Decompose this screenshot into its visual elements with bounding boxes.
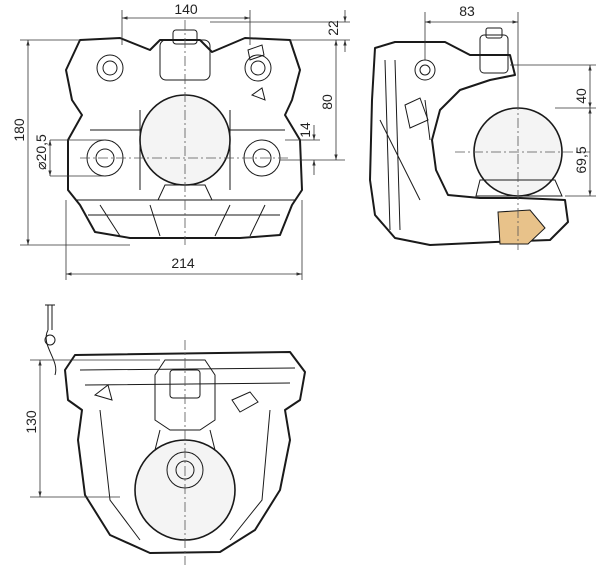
dim-hole-diameter: ⌀20,5 (33, 134, 49, 170)
dim-width-top: 140 (174, 1, 198, 17)
dim-depth: 83 (459, 3, 475, 19)
front-view (65, 20, 303, 245)
bottom-view (44, 304, 306, 565)
dim-offset-top: 22 (325, 20, 341, 36)
dim-bottom-height: 130 (23, 410, 39, 434)
dimension-lines (20, 10, 596, 498)
dim-width-total: 214 (171, 255, 195, 271)
dim-ball-height: 80 (319, 94, 335, 110)
dim-ball-center-height: 69,5 (573, 146, 589, 173)
dim-upper-height: 40 (573, 88, 589, 104)
dim-offset-mid: 14 (297, 122, 313, 138)
side-view (369, 27, 590, 250)
dim-height-total: 180 (11, 118, 27, 142)
